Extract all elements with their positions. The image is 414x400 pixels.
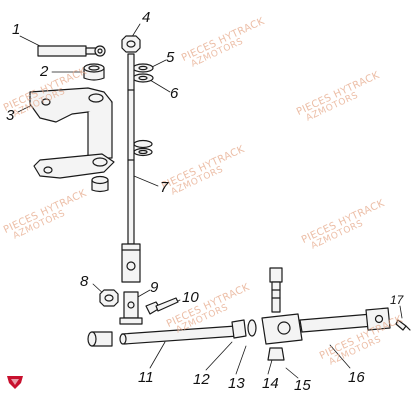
callout-5: 5	[166, 49, 175, 66]
leader-lines	[17, 23, 403, 379]
callout-8: 8	[80, 273, 89, 290]
part-16-clevis-shaft	[261, 307, 391, 345]
part-14-15-bolt-nut	[267, 267, 285, 361]
callout-10: 10	[182, 289, 199, 306]
part-7-vertical-shaft	[121, 53, 141, 283]
part-8-nut	[99, 289, 119, 307]
callout-13: 13	[228, 375, 245, 392]
callout-2: 2	[40, 63, 49, 80]
callout-11: 11	[138, 369, 154, 386]
part-10-bolt	[145, 297, 179, 315]
callout-15: 15	[294, 377, 311, 394]
callout-1: 1	[12, 21, 21, 38]
callout-17: 17	[390, 293, 404, 307]
callout-4: 4	[142, 9, 151, 26]
part-9-clevis	[119, 291, 143, 325]
callout-16: 16	[348, 369, 365, 386]
callout-12: 12	[193, 371, 210, 388]
part-17-pin	[395, 319, 411, 331]
callout-6: 6	[170, 85, 179, 102]
callout-14: 14	[262, 375, 279, 392]
part-1-rod	[37, 45, 106, 57]
callout-3: 3	[6, 107, 15, 124]
part-12-13-nut-washer	[231, 319, 257, 339]
part-5-6-washers	[132, 63, 154, 157]
callout-9: 9	[150, 279, 159, 296]
brand-shield-icon	[7, 376, 23, 389]
part-2-bushing	[83, 63, 105, 81]
callout-7: 7	[160, 179, 169, 196]
part-3-small-bushing	[91, 175, 109, 193]
part-3-bracket	[29, 87, 115, 179]
part-4-nut	[121, 35, 141, 53]
part-11-rod	[87, 325, 239, 347]
